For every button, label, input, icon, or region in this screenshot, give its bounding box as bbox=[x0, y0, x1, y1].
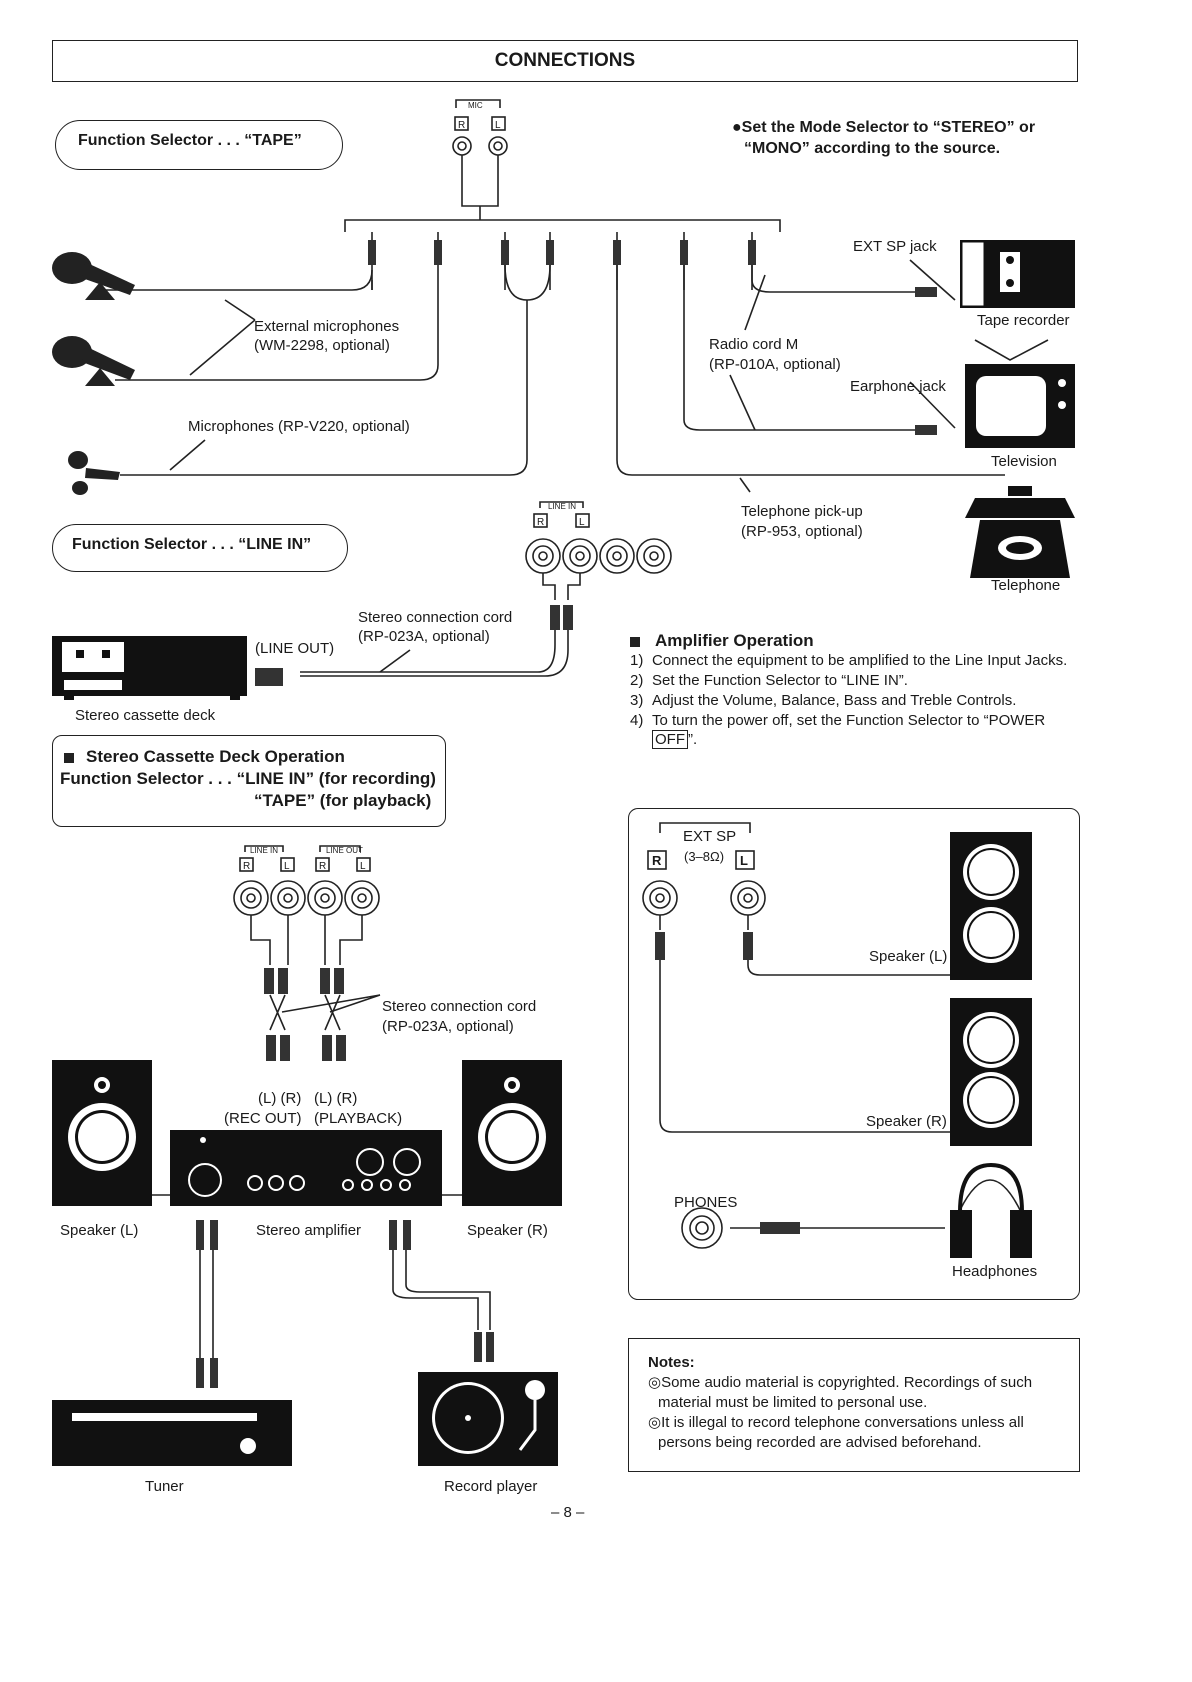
telephone-pickup-label-1: Telephone pick-up bbox=[741, 503, 863, 520]
amplifier-step-3: 3)Adjust the Volume, Balance, Bass and T… bbox=[630, 692, 1017, 709]
cassette-op-line-2: “TAPE” (for playback) bbox=[254, 791, 432, 810]
function-line-in-label: Function Selector . . . “LINE IN” bbox=[72, 536, 312, 553]
phones-label: PHONES bbox=[674, 1194, 738, 1211]
lr-label-2: (L) (R) bbox=[314, 1090, 358, 1107]
ext-speaker-l-label: Speaker (L) bbox=[869, 948, 948, 965]
jack-l-lower-1: L bbox=[284, 861, 290, 872]
jack-r-mic: R bbox=[458, 120, 466, 131]
notes-heading: Notes: bbox=[648, 1354, 695, 1371]
function-tape-pill bbox=[55, 120, 343, 170]
ext-speaker-r-label: Speaker (R) bbox=[866, 1113, 947, 1130]
mode-selector-line-2: “MONO” according to the source. bbox=[744, 140, 1001, 157]
stereo-cassette-deck-label: Stereo cassette deck bbox=[75, 707, 216, 724]
telephone-icon bbox=[965, 486, 1075, 578]
ext-speaker-icons bbox=[950, 832, 1032, 1146]
external-microphone-icons bbox=[52, 252, 135, 495]
line-out-label: (LINE OUT) bbox=[255, 640, 335, 657]
earphone-jack-label: Earphone jack bbox=[850, 378, 946, 395]
radio-cord-label-1: Radio cord M bbox=[709, 336, 799, 353]
amplifier-step-4-tail: OFF”. bbox=[652, 730, 697, 749]
ohm-label: (3–8Ω) bbox=[684, 849, 725, 864]
function-line-in-pill bbox=[52, 524, 348, 572]
ext-jack-l: L bbox=[740, 853, 748, 868]
ext-sp-jack-label: EXT SP jack bbox=[853, 238, 937, 255]
note-2-line-1: ◎It is illegal to record telephone conve… bbox=[648, 1414, 1024, 1431]
amplifier-heading-icon bbox=[630, 637, 640, 647]
stereo-cord-2-label-1: Stereo connection cord bbox=[382, 998, 537, 1015]
microphones-label: Microphones (RP-V220, optional) bbox=[188, 418, 410, 435]
television-icon bbox=[965, 364, 1075, 448]
line-in-label-upper: LINE IN bbox=[548, 502, 577, 511]
television-label: Television bbox=[991, 453, 1057, 470]
playback-label: (PLAYBACK) bbox=[314, 1110, 403, 1127]
title-frame bbox=[52, 40, 1078, 82]
page-number: – 8 – bbox=[551, 1504, 585, 1521]
amplifier-step-2: 2)Set the Function Selector to “LINE IN”… bbox=[630, 672, 908, 689]
mic-label: MIC bbox=[468, 101, 483, 110]
amplifier-step-4: 4)To turn the power off, set the Functio… bbox=[630, 712, 1046, 729]
ext-mics-label-2: (WM-2298, optional) bbox=[254, 337, 390, 354]
stereo-cord-1-label-2: (RP-023A, optional) bbox=[358, 628, 490, 645]
jack-l-lower-2: L bbox=[360, 861, 366, 872]
tape-recorder-label: Tape recorder bbox=[977, 312, 1070, 329]
ext-mics-label-1: External microphones bbox=[254, 318, 400, 335]
headphones-icon bbox=[950, 1162, 1032, 1258]
line-out-label-lower: LINE OUT bbox=[326, 846, 363, 855]
line-in-label-lower: LINE IN bbox=[250, 846, 279, 855]
tuner-icon bbox=[52, 1400, 292, 1466]
tuner-label: Tuner bbox=[145, 1478, 184, 1495]
speaker-r-label: Speaker (R) bbox=[467, 1222, 548, 1239]
cassette-heading-icon bbox=[64, 753, 74, 763]
ext-jack-r: R bbox=[652, 853, 662, 868]
rec-out-label: (REC OUT) bbox=[224, 1110, 302, 1127]
mode-selector-line-1: ●Set the Mode Selector to “STEREO” or bbox=[732, 119, 1036, 136]
stereo-cassette-deck-icon bbox=[52, 636, 247, 700]
ext-sp-label: EXT SP bbox=[683, 828, 737, 845]
page-title: CONNECTIONS bbox=[494, 50, 636, 71]
note-2-line-2: persons being recorded are advised befor… bbox=[658, 1434, 982, 1451]
jack-r-line-in: R bbox=[537, 517, 545, 528]
headphones-label: Headphones bbox=[952, 1263, 1038, 1280]
radio-cord-label-2: (RP-010A, optional) bbox=[709, 356, 841, 373]
speaker-l-label: Speaker (L) bbox=[60, 1222, 139, 1239]
amplifier-heading: Amplifier Operation bbox=[655, 631, 814, 650]
jack-r-lower-2: R bbox=[319, 861, 327, 872]
jack-l-mic: L bbox=[495, 120, 501, 131]
notes-box bbox=[628, 1338, 1080, 1472]
telephone-label: Telephone bbox=[991, 577, 1061, 594]
lr-label-1: (L) (R) bbox=[258, 1090, 302, 1107]
stereo-cord-1-label-1: Stereo connection cord bbox=[358, 609, 513, 626]
cassette-op-heading: Stereo Cassette Deck Operation bbox=[86, 747, 345, 766]
record-player-icon bbox=[418, 1372, 558, 1466]
stereo-amplifier-set-icon bbox=[52, 1060, 562, 1206]
stereo-amplifier-label: Stereo amplifier bbox=[256, 1222, 362, 1239]
note-1-line-2: material must be limited to personal use… bbox=[658, 1394, 928, 1411]
amplifier-step-1: 1)Connect the equipment to be amplified … bbox=[630, 652, 1068, 669]
note-1-line-1: ◎Some audio material is copyrighted. Rec… bbox=[648, 1374, 1033, 1391]
cassette-op-line-1: Function Selector . . . “LINE IN” (for r… bbox=[60, 769, 436, 788]
telephone-pickup-label-2: (RP-953, optional) bbox=[741, 523, 863, 540]
stereo-cord-2-label-2: (RP-023A, optional) bbox=[382, 1018, 514, 1035]
cassette-op-box bbox=[52, 735, 446, 827]
tape-recorder-icon bbox=[960, 240, 1075, 308]
jack-r-lower-1: R bbox=[243, 861, 251, 872]
ext-sp-box bbox=[628, 808, 1080, 1300]
record-player-label: Record player bbox=[444, 1478, 538, 1495]
function-tape-label: Function Selector . . . “TAPE” bbox=[78, 132, 302, 149]
jack-l-line-in: L bbox=[579, 517, 585, 528]
